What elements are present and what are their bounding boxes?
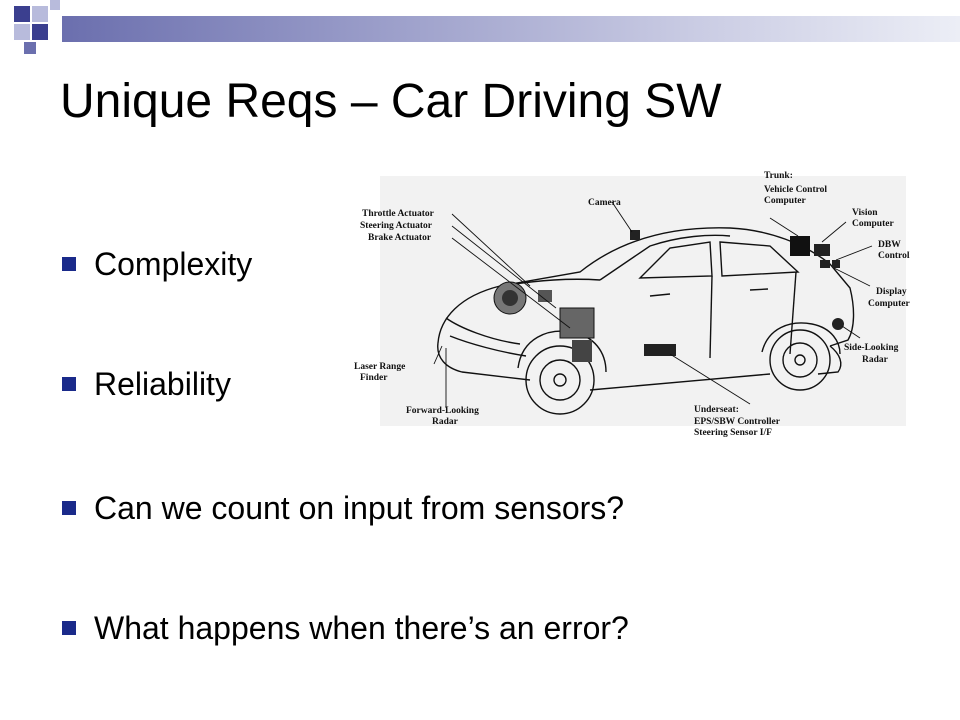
decor-square-dark bbox=[24, 42, 36, 54]
trunk-computers bbox=[790, 236, 844, 330]
label-vision-computer: Vision bbox=[852, 208, 878, 218]
bullet-text: Reliability bbox=[94, 366, 231, 402]
label-dbw-controller: Controller bbox=[878, 251, 910, 261]
bullet-text: What happens when there’s an error? bbox=[94, 610, 629, 646]
square-bullet-icon bbox=[62, 377, 76, 391]
label-throttle-actuator: Throttle Actuator bbox=[362, 209, 435, 219]
square-bullet-icon bbox=[62, 501, 76, 515]
engine-components bbox=[493, 230, 676, 362]
label-underseat: Underseat: bbox=[694, 405, 739, 415]
bullet-item: Complexity bbox=[62, 244, 252, 284]
label-underseat: EPS/SBW Controller bbox=[694, 417, 781, 427]
figure-background bbox=[380, 176, 906, 426]
decor-square-dark bbox=[32, 24, 48, 40]
decor-square-light bbox=[50, 0, 60, 10]
bullet-text: Complexity bbox=[94, 246, 253, 282]
label-vehicle-control: Vehicle Control bbox=[764, 185, 827, 195]
square-bullet-icon bbox=[62, 621, 76, 635]
decor-square-light bbox=[32, 6, 48, 22]
header-gradient-bar bbox=[62, 16, 960, 42]
square-bullet-icon bbox=[62, 257, 76, 271]
label-laser-range-finder: Finder bbox=[360, 373, 388, 383]
bullet-item: Reliability bbox=[62, 364, 231, 404]
label-forward-looking-radar: Radar bbox=[432, 417, 459, 427]
label-side-looking-radar: Radar bbox=[862, 355, 889, 365]
autonomous-car-diagram: Throttle Actuator Steering Actuator Brak… bbox=[354, 171, 910, 438]
label-forward-looking-radar: Forward-Looking bbox=[406, 406, 479, 416]
slide-title: Unique Reqs – Car Driving SW bbox=[60, 75, 722, 128]
label-side-looking-radar: Side-Looking bbox=[844, 343, 899, 353]
decor-square-dark bbox=[14, 6, 30, 22]
label-camera: Camera bbox=[588, 198, 621, 208]
label-brake-actuator: Brake Actuator bbox=[368, 233, 432, 243]
label-underseat: Steering Sensor I/F bbox=[694, 428, 772, 438]
callout-lines bbox=[433, 201, 873, 408]
label-vehicle-control: Computer bbox=[764, 196, 806, 206]
label-display-computer: Display bbox=[876, 287, 907, 297]
label-trunk: Trunk: bbox=[764, 171, 793, 181]
label-dbw-controller: DBW bbox=[878, 240, 901, 250]
bullet-item: Can we count on input from sensors? bbox=[62, 488, 624, 528]
bullet-item: What happens when there’s an error? bbox=[62, 608, 629, 648]
label-steering-actuator: Steering Actuator bbox=[360, 221, 433, 231]
decor-square-light bbox=[14, 24, 30, 40]
label-display-computer: Computer bbox=[868, 299, 910, 309]
bullet-text: Can we count on input from sensors? bbox=[94, 490, 625, 526]
label-vision-computer: Computer bbox=[852, 219, 894, 229]
label-laser-range-finder: Laser Range bbox=[354, 362, 405, 372]
